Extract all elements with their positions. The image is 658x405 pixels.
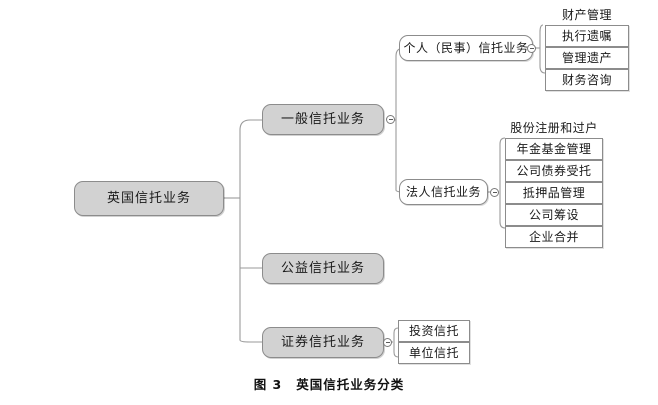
minus-circle-icon-corporate-trust[interactable] xyxy=(490,188,499,197)
node-personal-civil-trust-business[interactable]: 个人（民事）信托业务 xyxy=(399,35,533,61)
node-securities-trust-business[interactable]: 证券信托业务 xyxy=(262,327,384,358)
node-corporate-trust-label: 法人信托业务 xyxy=(405,185,481,199)
node-root-label: 英国信托业务 xyxy=(106,191,191,206)
leaf-label: 股份注册和过户 xyxy=(510,121,598,135)
leaf-label: 年金基金管理 xyxy=(516,142,592,156)
leaf-label: 管理遗产 xyxy=(561,51,612,65)
node-charitable-trust-label: 公益信托业务 xyxy=(280,261,365,276)
leaf-securities-investment-trust[interactable]: 投资信托 xyxy=(398,320,470,342)
node-general-trust-label: 一般信托业务 xyxy=(280,112,365,127)
edge-root-to-securities xyxy=(239,339,262,343)
node-corporate-trust-business[interactable]: 法人信托业务 xyxy=(399,179,488,205)
leaf-label: 公司筹设 xyxy=(528,208,579,222)
leaf-corporate-share-registration-transfer[interactable]: 股份注册和过户 xyxy=(505,118,603,138)
edge-root-to-general xyxy=(239,119,262,131)
node-personal-trust-label: 个人（民事）信托业务 xyxy=(403,41,529,55)
leaf-personal-manage-estate[interactable]: 管理遗产 xyxy=(545,47,629,69)
leaf-label: 财务咨询 xyxy=(561,73,612,87)
leaf-label: 财产管理 xyxy=(561,8,612,22)
figure-caption-label: 图 3 xyxy=(253,377,283,392)
node-root-uk-trust-business[interactable]: 英国信托业务 xyxy=(74,181,224,216)
leaf-corporate-merger[interactable]: 企业合并 xyxy=(505,226,603,248)
leaf-securities-unit-trust[interactable]: 单位信托 xyxy=(398,342,470,364)
minus-circle-icon-personal-trust[interactable] xyxy=(527,44,536,53)
figure-caption-title: 英国信托业务分类 xyxy=(296,377,405,392)
figure-caption: 图 3 英国信托业务分类 xyxy=(0,374,658,393)
node-charitable-trust-business[interactable]: 公益信托业务 xyxy=(262,253,384,284)
leaf-label: 单位信托 xyxy=(408,346,459,360)
leaf-corporate-annuity-fund-management[interactable]: 年金基金管理 xyxy=(505,138,603,160)
minus-circle-icon-general-trust[interactable] xyxy=(386,115,395,124)
leaf-personal-execute-will[interactable]: 执行遗嘱 xyxy=(545,25,629,47)
leaf-label: 公司债券受托 xyxy=(516,164,592,178)
leaf-label: 投资信托 xyxy=(408,324,459,338)
leaf-label: 企业合并 xyxy=(528,230,579,244)
leaf-corporate-bond-trustee[interactable]: 公司债券受托 xyxy=(505,160,603,182)
leaf-label: 执行遗嘱 xyxy=(561,29,612,43)
node-general-trust-business[interactable]: 一般信托业务 xyxy=(262,104,384,135)
minus-circle-icon-securities-trust[interactable] xyxy=(383,338,392,347)
leaf-label: 抵押品管理 xyxy=(522,186,586,200)
leaf-personal-financial-consulting[interactable]: 财务咨询 xyxy=(545,69,629,91)
node-securities-trust-label: 证券信托业务 xyxy=(280,335,365,350)
leaf-corporate-company-formation[interactable]: 公司筹设 xyxy=(505,204,603,226)
leaf-personal-property-management[interactable]: 财产管理 xyxy=(545,5,629,25)
leaf-corporate-collateral-management[interactable]: 抵押品管理 xyxy=(505,182,603,204)
